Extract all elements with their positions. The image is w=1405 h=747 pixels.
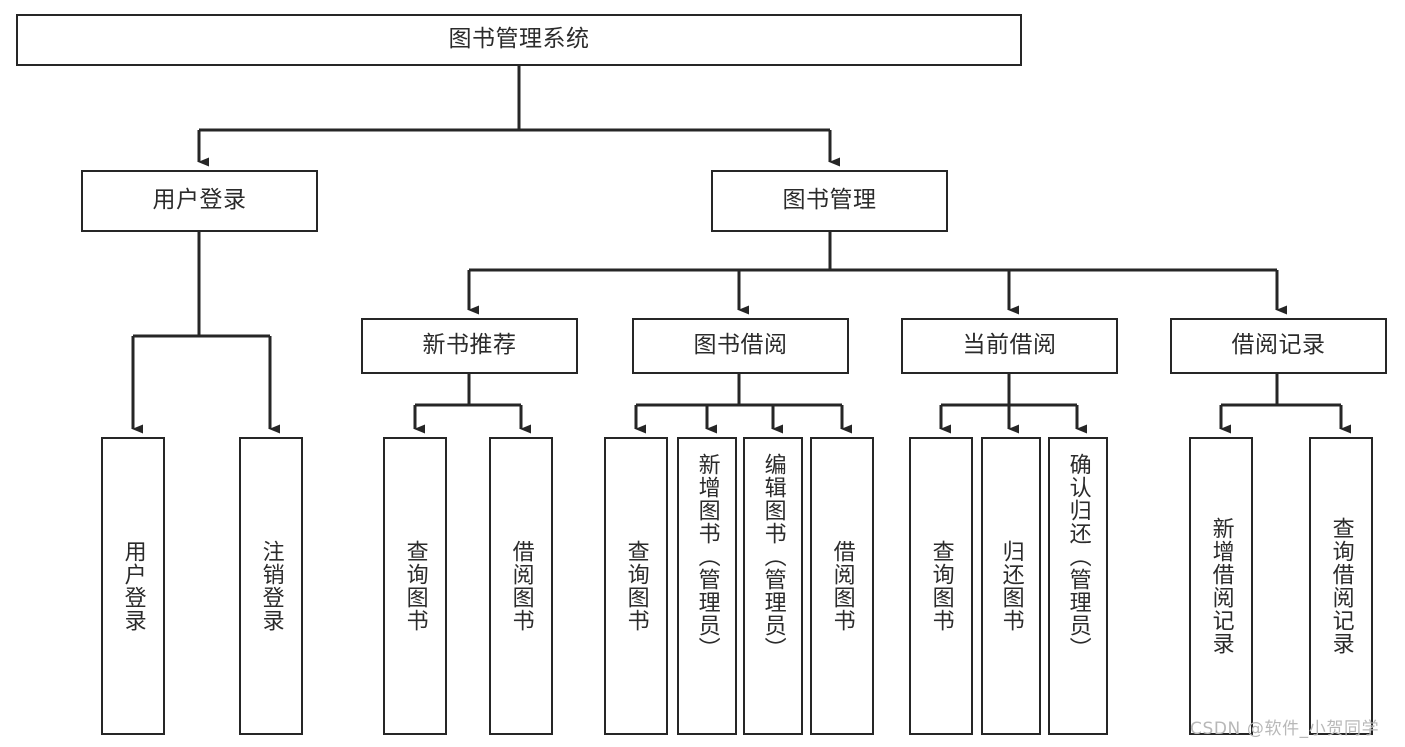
node-leaf-return-book[interactable]: 归还图书	[981, 437, 1041, 735]
node-borrow-record-label: 借阅记录	[1231, 332, 1326, 359]
node-leaf-user-login[interactable]: 用户登录	[101, 437, 165, 735]
node-leaf-query-record-label: 查询借阅记录	[1328, 517, 1354, 655]
node-book-manage-label: 图书管理	[782, 187, 877, 214]
node-leaf-borrow-book-1-label: 借阅图书	[508, 540, 534, 632]
node-leaf-query-book-1-label: 查询图书	[402, 540, 428, 632]
node-leaf-add-record[interactable]: 新增借阅记录	[1189, 437, 1253, 735]
csdn-watermark: CSDN @软件_小贺同学	[1190, 719, 1380, 739]
node-leaf-borrow-book-2[interactable]: 借阅图书	[810, 437, 874, 735]
node-current-borrow[interactable]: 当前借阅	[901, 318, 1118, 374]
node-leaf-add-book[interactable]: 新增图书（管理员）	[677, 437, 737, 735]
node-leaf-query-record[interactable]: 查询借阅记录	[1309, 437, 1373, 735]
node-leaf-confirm-return[interactable]: 确认归还（管理员）	[1048, 437, 1108, 735]
node-new-book-recommend[interactable]: 新书推荐	[361, 318, 578, 374]
node-leaf-query-book-2-label: 查询图书	[623, 540, 649, 632]
node-leaf-user-login-label: 用户登录	[120, 540, 146, 632]
node-leaf-logout-login-label: 注销登录	[258, 540, 284, 632]
node-book-manage[interactable]: 图书管理	[711, 170, 948, 232]
node-user-login-label: 用户登录	[152, 187, 247, 214]
node-leaf-edit-book[interactable]: 编辑图书（管理员）	[743, 437, 803, 735]
node-current-borrow-label: 当前借阅	[962, 332, 1057, 359]
node-leaf-query-book-2[interactable]: 查询图书	[604, 437, 668, 735]
node-leaf-add-record-label: 新增借阅记录	[1208, 517, 1234, 655]
node-leaf-return-book-label: 归还图书	[998, 540, 1024, 632]
node-leaf-logout-login[interactable]: 注销登录	[239, 437, 303, 735]
node-new-book-recommend-label: 新书推荐	[422, 332, 517, 359]
node-leaf-confirm-return-label: 确认归还（管理员）	[1065, 453, 1091, 660]
node-leaf-add-book-label: 新增图书（管理员）	[694, 453, 720, 660]
node-borrow-record[interactable]: 借阅记录	[1170, 318, 1387, 374]
node-root-system[interactable]: 图书管理系统	[16, 14, 1022, 66]
node-book-borrow[interactable]: 图书借阅	[632, 318, 849, 374]
node-leaf-query-book-3[interactable]: 查询图书	[909, 437, 973, 735]
node-leaf-query-book-1[interactable]: 查询图书	[383, 437, 447, 735]
node-leaf-edit-book-label: 编辑图书（管理员）	[760, 453, 786, 660]
node-user-login[interactable]: 用户登录	[81, 170, 318, 232]
node-root-system-label: 图书管理系统	[448, 26, 590, 53]
node-leaf-query-book-3-label: 查询图书	[928, 540, 954, 632]
node-leaf-borrow-book-1[interactable]: 借阅图书	[489, 437, 553, 735]
node-book-borrow-label: 图书借阅	[693, 332, 788, 359]
node-leaf-borrow-book-2-label: 借阅图书	[829, 540, 855, 632]
